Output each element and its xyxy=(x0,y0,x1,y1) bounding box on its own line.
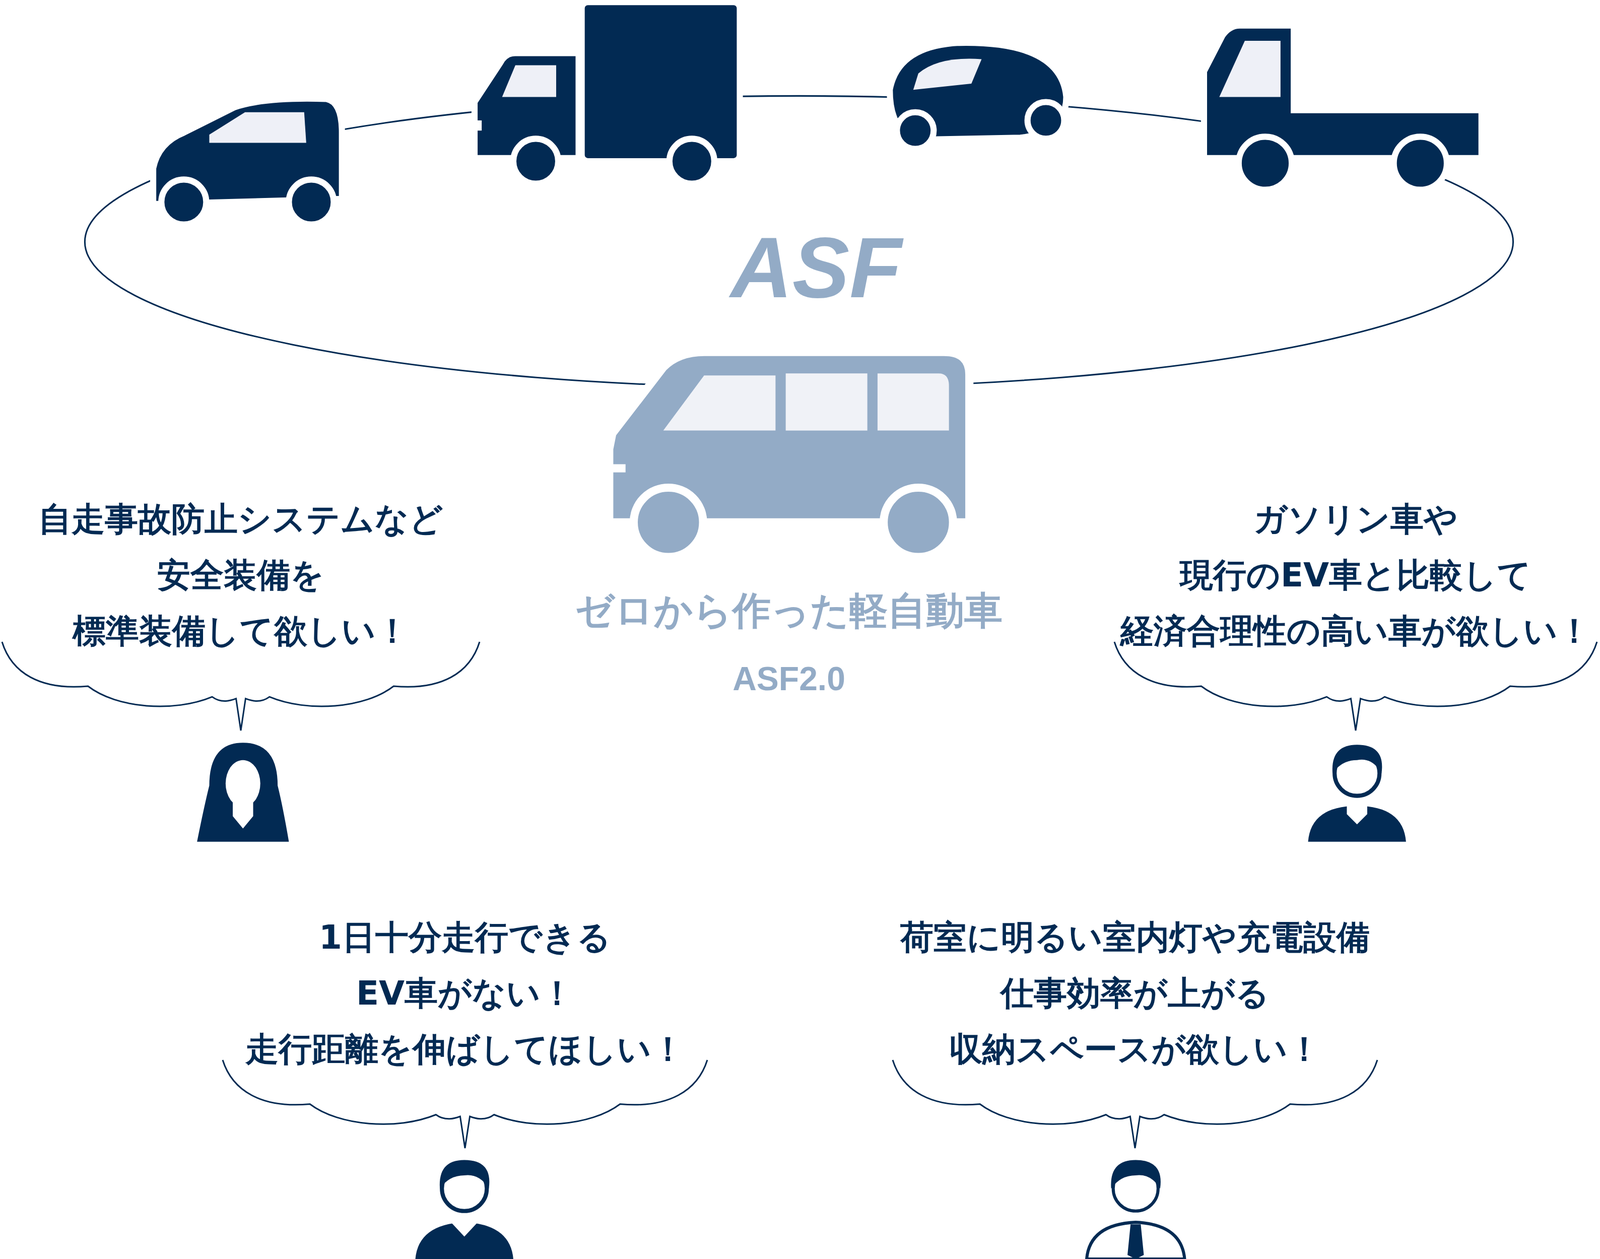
product-title: ゼロから作った軽自動車 xyxy=(575,585,1003,638)
bubble-text: 荷室に明るい室内灯や充電設備 仕事効率が上がる 収納スペースが欲しい！ xyxy=(893,909,1377,1078)
speech-bubble: 荷室に明るい室内灯や充電設備 仕事効率が上がる 収納スペースが欲しい！ xyxy=(892,909,1378,1149)
bubble-text: ガソリン車や 現行のEV車と比較して 経済合理性の高い車が欲しい！ xyxy=(1114,491,1597,659)
bubble-curve xyxy=(2,641,480,731)
bubble-text: 自走事故防止システムなど 安全装備を 標準装備して欲しい！ xyxy=(29,491,453,659)
bubble-text: 1日十分走行できる EV車がない！ 走行距離を伸ばしてほしい！ xyxy=(238,909,692,1078)
box-truck xyxy=(471,2,741,184)
logo-text: ASF xyxy=(730,218,902,317)
bubble-curve xyxy=(1114,641,1597,731)
product-name: ASF2.0 xyxy=(732,659,846,698)
speech-bubble: 自走事故防止システムなど 安全装備を 標準装備して欲しい！ xyxy=(2,491,480,731)
man-icon xyxy=(415,1160,514,1259)
micro-car xyxy=(889,42,1066,150)
speech-bubble: 1日十分走行できる EV車がない！ 走行距離を伸ばしてほしい！ xyxy=(222,909,708,1149)
asf-van xyxy=(609,352,970,558)
bubble-curve xyxy=(892,1059,1378,1149)
woman-icon xyxy=(196,742,289,842)
man-icon xyxy=(1308,744,1407,842)
man-icon xyxy=(1086,1160,1185,1259)
small-car xyxy=(153,98,343,225)
speech-bubble: ガソリン車や 現行のEV車と比較して 経済合理性の高い車が欲しい！ xyxy=(1114,491,1597,731)
bubble-curve xyxy=(222,1059,708,1149)
pickup-truck xyxy=(1204,25,1482,190)
